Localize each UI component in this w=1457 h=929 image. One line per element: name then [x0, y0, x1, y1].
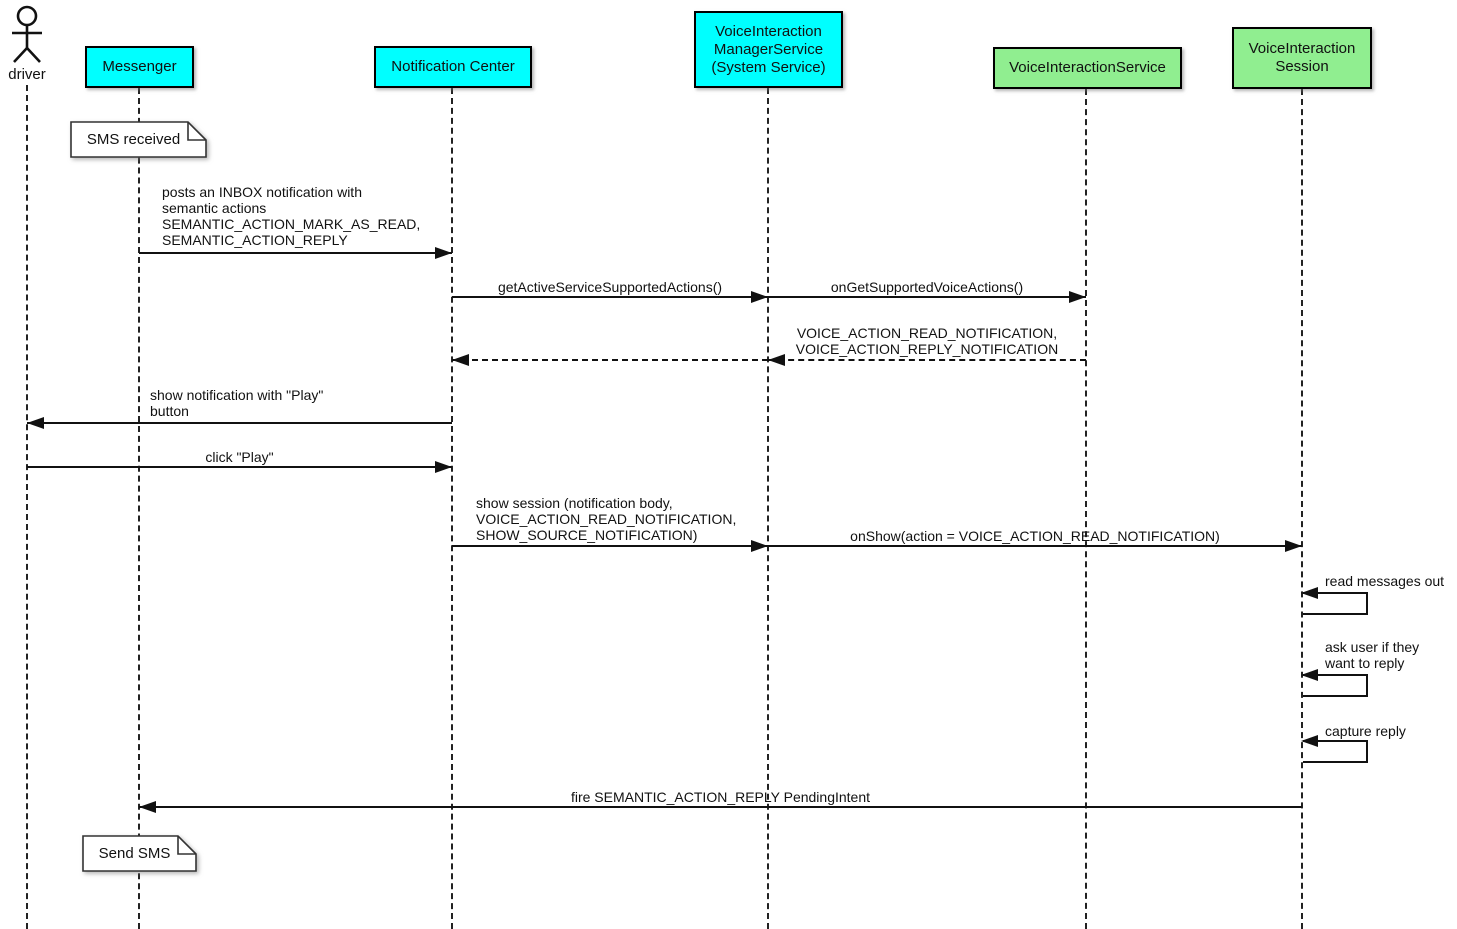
message-label: onShow(action = VOICE_ACTION_READ_NOTIFI…: [850, 528, 1220, 544]
message-label: show notification with "Play" button: [150, 387, 324, 419]
note-text: SMS received: [86, 131, 181, 148]
message-label: VOICE_ACTION_READ_NOTIFICATION, VOICE_AC…: [795, 325, 1059, 357]
lifeline-voice-interaction-session: [1301, 89, 1303, 929]
note-text: Send SMS: [98, 845, 171, 862]
arrowhead: [452, 354, 469, 366]
arrowhead: [768, 354, 785, 366]
arrow-left: [139, 801, 1302, 813]
note-send-sms: Send SMS: [82, 835, 197, 872]
arrow-right: [139, 247, 452, 259]
participant-voice-interaction-session: VoiceInteraction Session: [1232, 27, 1372, 89]
arrow-right: [27, 461, 452, 473]
arrow-right: [452, 540, 768, 552]
self-call-loop: [1301, 669, 1368, 697]
message-label: capture reply: [1325, 723, 1406, 739]
lifeline-voice-interaction-manager-service: [767, 88, 769, 929]
arrowhead: [139, 801, 156, 813]
arrow-left: [27, 417, 452, 429]
arrowhead: [1069, 291, 1086, 303]
actor-driver-label: driver: [8, 66, 46, 83]
arrow-left-dashed: [452, 354, 768, 366]
message-label: getActiveServiceSupportedActions(): [497, 279, 723, 295]
lifeline-driver: [26, 85, 28, 929]
arrowhead: [1301, 587, 1318, 599]
message-label: posts an INBOX notification with semanti…: [162, 184, 421, 248]
arrowhead: [1285, 540, 1302, 552]
participant-messenger: Messenger: [85, 46, 194, 88]
message-label: show session (notification body, VOICE_A…: [476, 495, 737, 543]
participant-notification-center: Notification Center: [374, 46, 532, 88]
lifeline-notification-center: [451, 88, 453, 929]
arrow-right: [452, 291, 768, 303]
message-label: onGetSupportedVoiceActions(): [830, 279, 1024, 295]
message-label: read messages out: [1325, 573, 1445, 589]
lifeline-voice-interaction-service: [1085, 89, 1087, 929]
arrowhead: [435, 247, 452, 259]
message-label: fire SEMANTIC_ACTION_REPLY PendingIntent: [570, 789, 871, 805]
arrowhead: [1301, 669, 1318, 681]
arrow-right: [768, 540, 1302, 552]
arrow-right: [768, 291, 1086, 303]
arrow-left-dashed: [768, 354, 1086, 366]
message-label: click "Play": [205, 449, 274, 465]
participant-voice-interaction-service: VoiceInteractionService: [993, 47, 1182, 89]
lifeline-messenger: [138, 88, 140, 929]
message-label: ask user if they want to reply: [1325, 639, 1420, 671]
arrowhead: [751, 540, 768, 552]
arrowhead: [1301, 735, 1318, 747]
actor-driver-icon: [12, 5, 42, 63]
self-call-loop: [1301, 587, 1368, 615]
self-call-loop: [1301, 735, 1368, 763]
participant-voice-interaction-manager-service: VoiceInteraction ManagerService (System …: [694, 11, 843, 88]
arrowhead: [27, 417, 44, 429]
note-sms-received: SMS received: [70, 121, 207, 158]
arrowhead: [751, 291, 768, 303]
arrowhead: [435, 461, 452, 473]
